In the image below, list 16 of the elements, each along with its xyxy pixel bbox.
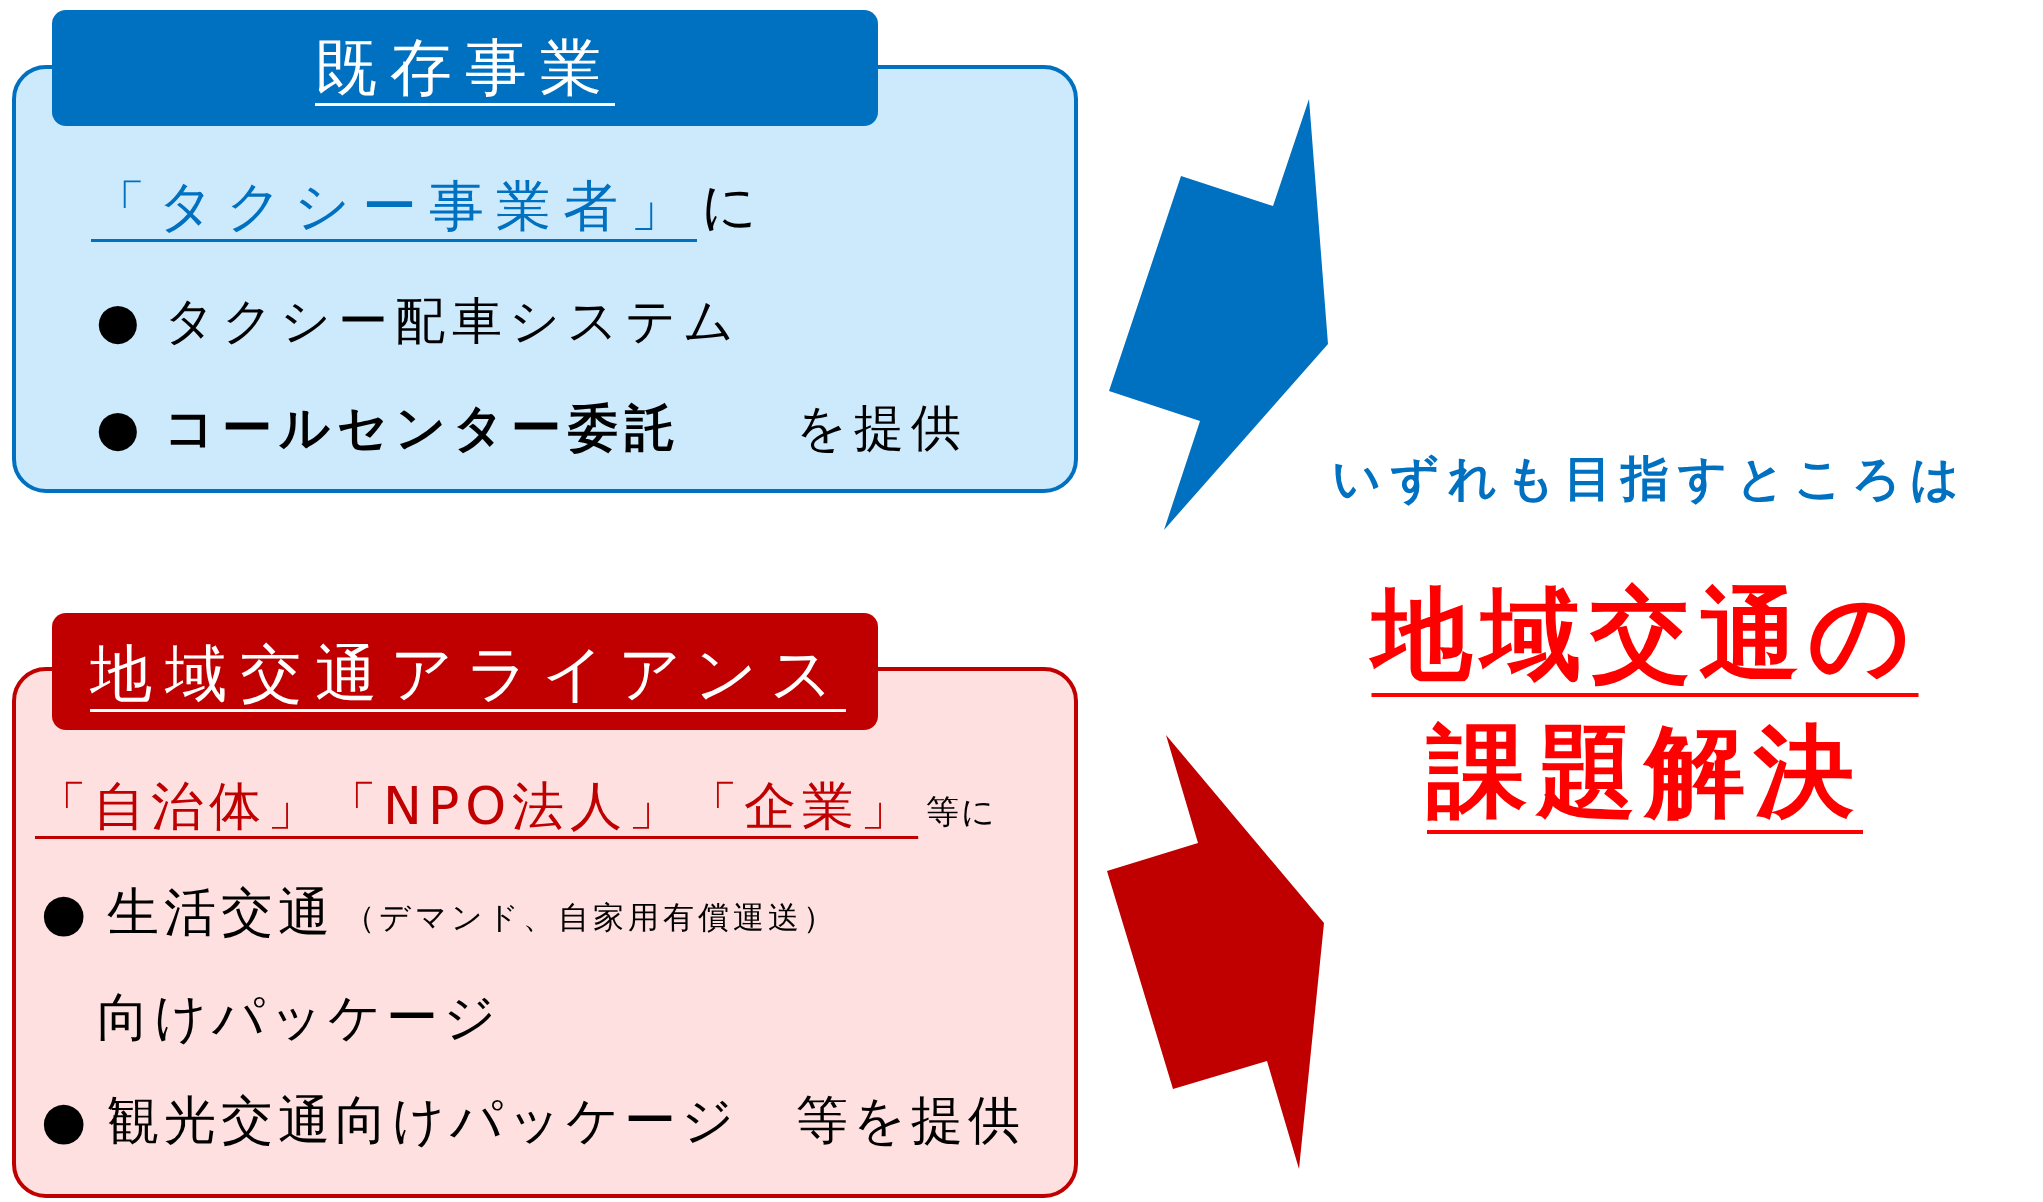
target-label: 「タクシー事業者」 bbox=[91, 172, 697, 240]
note-text: （デマンド、自家用有償運送） bbox=[344, 897, 838, 937]
lightning-bolt bbox=[1109, 99, 1328, 530]
section-title: 既存事業 bbox=[315, 30, 615, 106]
suffix-text: 等に bbox=[926, 790, 997, 832]
bullet-item: ● 観光交通向けパッケージ 等を提供 bbox=[41, 1088, 1025, 1152]
bullet-item: ● タクシー配車システム bbox=[96, 290, 741, 352]
continuation-text: 向けパッケージ bbox=[97, 985, 501, 1049]
bullet-item: ● 生活交通 bbox=[41, 880, 335, 944]
bullet-item: ● コールセンター委託 を提供 bbox=[96, 397, 968, 459]
target-label: 「自治体」「NPO法人」「企業」 bbox=[35, 774, 919, 838]
suffix-text: に bbox=[701, 172, 757, 240]
goal-heading: 地域交通の課題解決 bbox=[1368, 574, 1920, 832]
section-title: 地域交通アライアンス bbox=[90, 636, 846, 712]
lightning-bolt bbox=[1107, 735, 1324, 1169]
lead-text: いずれも目指すところは bbox=[1332, 449, 1968, 508]
